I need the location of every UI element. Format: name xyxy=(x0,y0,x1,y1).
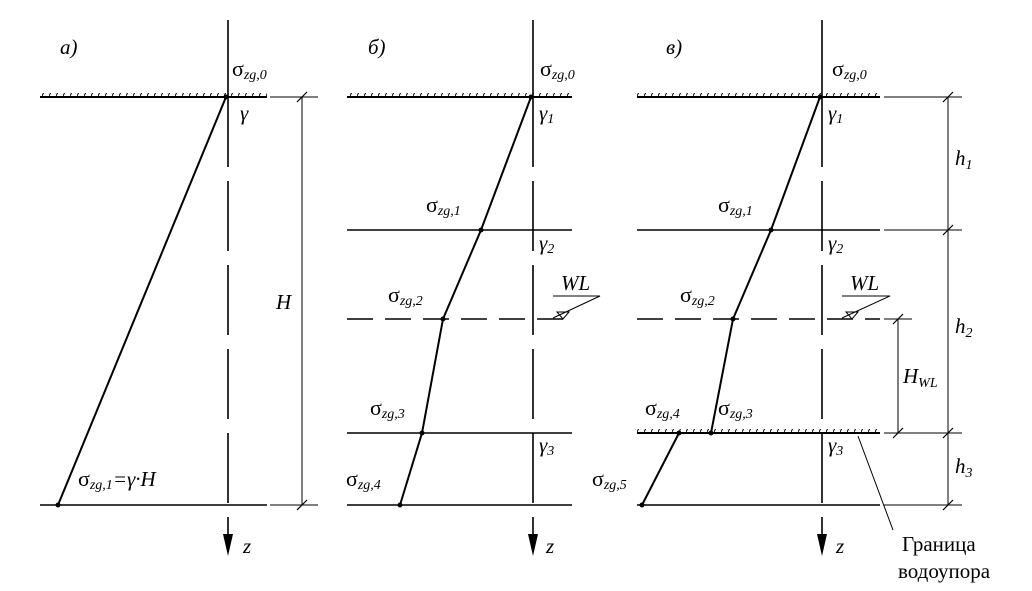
wl-marker-leader xyxy=(841,295,891,319)
panel-b-letter: б) xyxy=(368,35,386,59)
stress-point xyxy=(528,94,534,100)
z-axis-arrow xyxy=(817,534,827,556)
dim-tick xyxy=(892,427,904,439)
sigma-zg1-label: σzg,1=γ·H xyxy=(78,466,158,493)
stress-point xyxy=(440,316,446,322)
gamma-label: γ xyxy=(240,101,249,125)
sigma-zg0-label: σzg,0 xyxy=(832,56,867,83)
gamma2-label: γ2 xyxy=(539,231,554,257)
wl-label: WL xyxy=(850,271,879,295)
stress-point xyxy=(768,227,774,233)
gamma3-label: γ3 xyxy=(539,433,554,459)
dim-tick xyxy=(942,91,954,103)
stress-point xyxy=(676,430,682,436)
aquiclude-hatch xyxy=(637,429,880,433)
sigma-zg2-label: σzg,2 xyxy=(388,282,423,309)
sigma-zg2-label: σzg,2 xyxy=(680,282,715,309)
dim-tick xyxy=(892,313,904,325)
stress-point xyxy=(55,502,61,508)
ground-surface-hatch xyxy=(637,93,880,97)
dimension-h1-label: h1 xyxy=(955,146,973,173)
z-label: z xyxy=(545,534,554,558)
dim-tick xyxy=(942,224,954,236)
wl-label: WL xyxy=(561,271,590,295)
gamma2-label: γ2 xyxy=(828,231,843,257)
stress-point xyxy=(708,430,714,436)
dim-tick xyxy=(296,499,308,511)
dim-tick xyxy=(296,91,308,103)
sigma-zg3-label: σzg,3 xyxy=(370,395,405,422)
dimension-hwl-label: HWL xyxy=(902,364,938,391)
aquiclude-leader-line xyxy=(857,435,894,531)
dimension-h3-label: h3 xyxy=(955,454,973,481)
gamma1-label: γ1 xyxy=(539,101,554,127)
dimension-H-label: H xyxy=(275,290,293,314)
gamma3-label: γ3 xyxy=(828,433,843,459)
stress-line-lower xyxy=(641,432,680,506)
z-label: z xyxy=(835,534,844,558)
panel-a-letter: а) xyxy=(60,35,78,59)
aquiclude-label-line1: Граница xyxy=(902,532,976,556)
stress-point xyxy=(639,502,645,508)
stress-point xyxy=(419,430,425,436)
sigma-zg1-label: σzg,1 xyxy=(426,192,461,219)
sigma-zg5-label: σzg,5 xyxy=(592,466,627,493)
panel-a: а) z H σzg,0 γ σzg,1=γ·H xyxy=(40,20,318,558)
sigma-zg0-label: σzg,0 xyxy=(232,56,267,83)
sigma-zg0-label: σzg,0 xyxy=(540,56,575,83)
dimension-h2-label: h2 xyxy=(955,314,973,341)
stress-line-upper xyxy=(710,96,821,434)
dim-tick xyxy=(942,499,954,511)
panel-b: б) z WL σzg,0 γ1 σzg,1 γ2 σzg,2 σzg,3 γ3… xyxy=(346,20,601,558)
z-axis-arrow xyxy=(528,534,538,556)
sigma-zg3-label: σzg,3 xyxy=(718,395,753,422)
wl-marker-leader xyxy=(552,295,601,319)
ground-surface-hatch xyxy=(40,93,267,97)
z-label: z xyxy=(242,534,251,558)
stress-line xyxy=(57,96,227,506)
wl-marker-triangle xyxy=(555,311,571,320)
ground-surface-hatch xyxy=(347,93,572,97)
stress-point xyxy=(397,502,403,508)
stress-point xyxy=(730,316,736,322)
aquiclude-label-line2: водоупора xyxy=(898,559,991,583)
sigma-zg4-label: σzg,4 xyxy=(645,395,680,422)
sigma-zg4-label: σzg,4 xyxy=(346,466,381,493)
z-axis-arrow xyxy=(223,534,233,556)
dim-tick xyxy=(942,427,954,439)
stress-point xyxy=(817,94,823,100)
panel-c: в) z WL xyxy=(592,20,991,583)
wl-marker-triangle xyxy=(844,311,860,320)
stress-point xyxy=(478,227,484,233)
stress-point xyxy=(223,94,229,100)
panel-c-letter: в) xyxy=(666,35,682,59)
sigma-zg1-label: σzg,1 xyxy=(718,192,753,219)
gamma1-label: γ1 xyxy=(828,101,843,127)
